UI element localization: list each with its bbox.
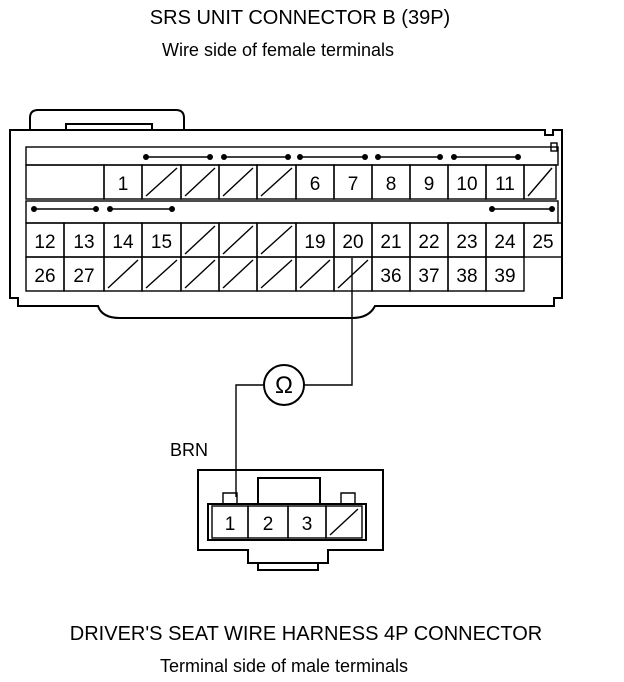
- shorting-bar-icon: [31, 206, 99, 212]
- terminal-cell: [523, 164, 557, 200]
- terminal-39: 39: [494, 266, 515, 287]
- slash-icon: [260, 259, 293, 289]
- terminal-11: 11: [495, 174, 515, 195]
- slash-icon: [184, 225, 216, 255]
- terminal-grid: 1 6 7 8 9 10 11 12 13 14 15 19 20 21 22 23 24 25 26 27 36 37 3…: [25, 146, 563, 292]
- slash-icon: [222, 225, 254, 255]
- slash-icon: [329, 508, 359, 536]
- slash-icon: [260, 225, 293, 255]
- shorting-bar-icon: [451, 154, 521, 160]
- bottom-connector-subtitle: Terminal side of male terminals: [160, 656, 408, 676]
- terminal-1: 1: [118, 174, 129, 195]
- terminal-22: 22: [418, 232, 439, 253]
- slash-icon: [184, 259, 216, 289]
- shorting-bar-icon: [107, 206, 175, 212]
- test-lead: Ω: [235, 258, 353, 497]
- grid-header-row0: [25, 146, 559, 166]
- terminal-15: 15: [151, 232, 172, 253]
- driver-seat-terminal-1: 1: [225, 514, 236, 535]
- shorting-bar-icon: [143, 154, 213, 160]
- terminal-9: 9: [424, 174, 435, 195]
- terminal-19: 19: [304, 232, 325, 253]
- slash-icon: [145, 259, 178, 289]
- shorting-bar-icon: [489, 206, 555, 212]
- shorting-bar-icon: [297, 154, 368, 160]
- driver-seat-terminals: 1 2 3: [211, 505, 363, 539]
- terminal-7: 7: [348, 174, 359, 195]
- slash-icon: [107, 259, 139, 289]
- slash-icon: [337, 259, 369, 289]
- slash-icon: [299, 259, 331, 289]
- ohmmeter-icon: Ω: [263, 364, 305, 406]
- terminal-cell: [485, 256, 525, 292]
- driver-seat-connector: 1 2 3: [197, 469, 384, 571]
- slash-icon: [184, 167, 216, 197]
- slash-icon: [222, 259, 254, 289]
- top-connector-title: SRS UNIT CONNECTOR B (39P): [150, 7, 450, 29]
- driver-seat-terminal-cell: [325, 505, 363, 539]
- terminal-20: 20: [342, 232, 363, 253]
- terminal-27: 27: [73, 266, 94, 287]
- terminal-38: 38: [456, 266, 477, 287]
- driver-seat-terminal-2: 2: [263, 514, 274, 535]
- terminal-21: 21: [380, 232, 401, 253]
- slash-icon: [260, 167, 293, 197]
- grid-header-row1: [25, 200, 559, 224]
- terminal-6: 6: [310, 174, 321, 195]
- srs-unit-connector: 1 6 7 8 9 10 11 12 13 14 15 19 20 21 22 23 24 25 26 27 36 37 3…: [9, 109, 563, 319]
- slash-icon: [145, 167, 178, 197]
- top-connector-subtitle: Wire side of female terminals: [162, 40, 394, 60]
- terminal-12: 12: [34, 232, 55, 253]
- terminal-36: 36: [380, 266, 401, 287]
- shorting-bar-icon: [221, 154, 291, 160]
- slash-icon: [527, 167, 553, 197]
- bottom-connector-title: DRIVER'S SEAT WIRE HARNESS 4P CONNECTOR: [70, 623, 542, 645]
- driver-seat-terminal-3: 3: [302, 514, 313, 535]
- terminal-24: 24: [494, 232, 516, 253]
- terminal-cell: [523, 222, 563, 258]
- terminal-13: 13: [73, 232, 94, 253]
- terminal-26: 26: [34, 266, 55, 287]
- terminal-14: 14: [112, 232, 134, 253]
- ohm-symbol: Ω: [275, 372, 293, 399]
- terminal-25: 25: [532, 232, 553, 253]
- wire-color-label: BRN: [170, 440, 208, 460]
- terminal-37: 37: [418, 266, 439, 287]
- terminal-cell: [25, 164, 105, 200]
- slash-icon: [222, 167, 254, 197]
- terminal-8: 8: [386, 174, 397, 195]
- terminal-23: 23: [456, 232, 477, 253]
- shorting-bar-icon: [375, 154, 443, 160]
- terminal-10: 10: [456, 174, 477, 195]
